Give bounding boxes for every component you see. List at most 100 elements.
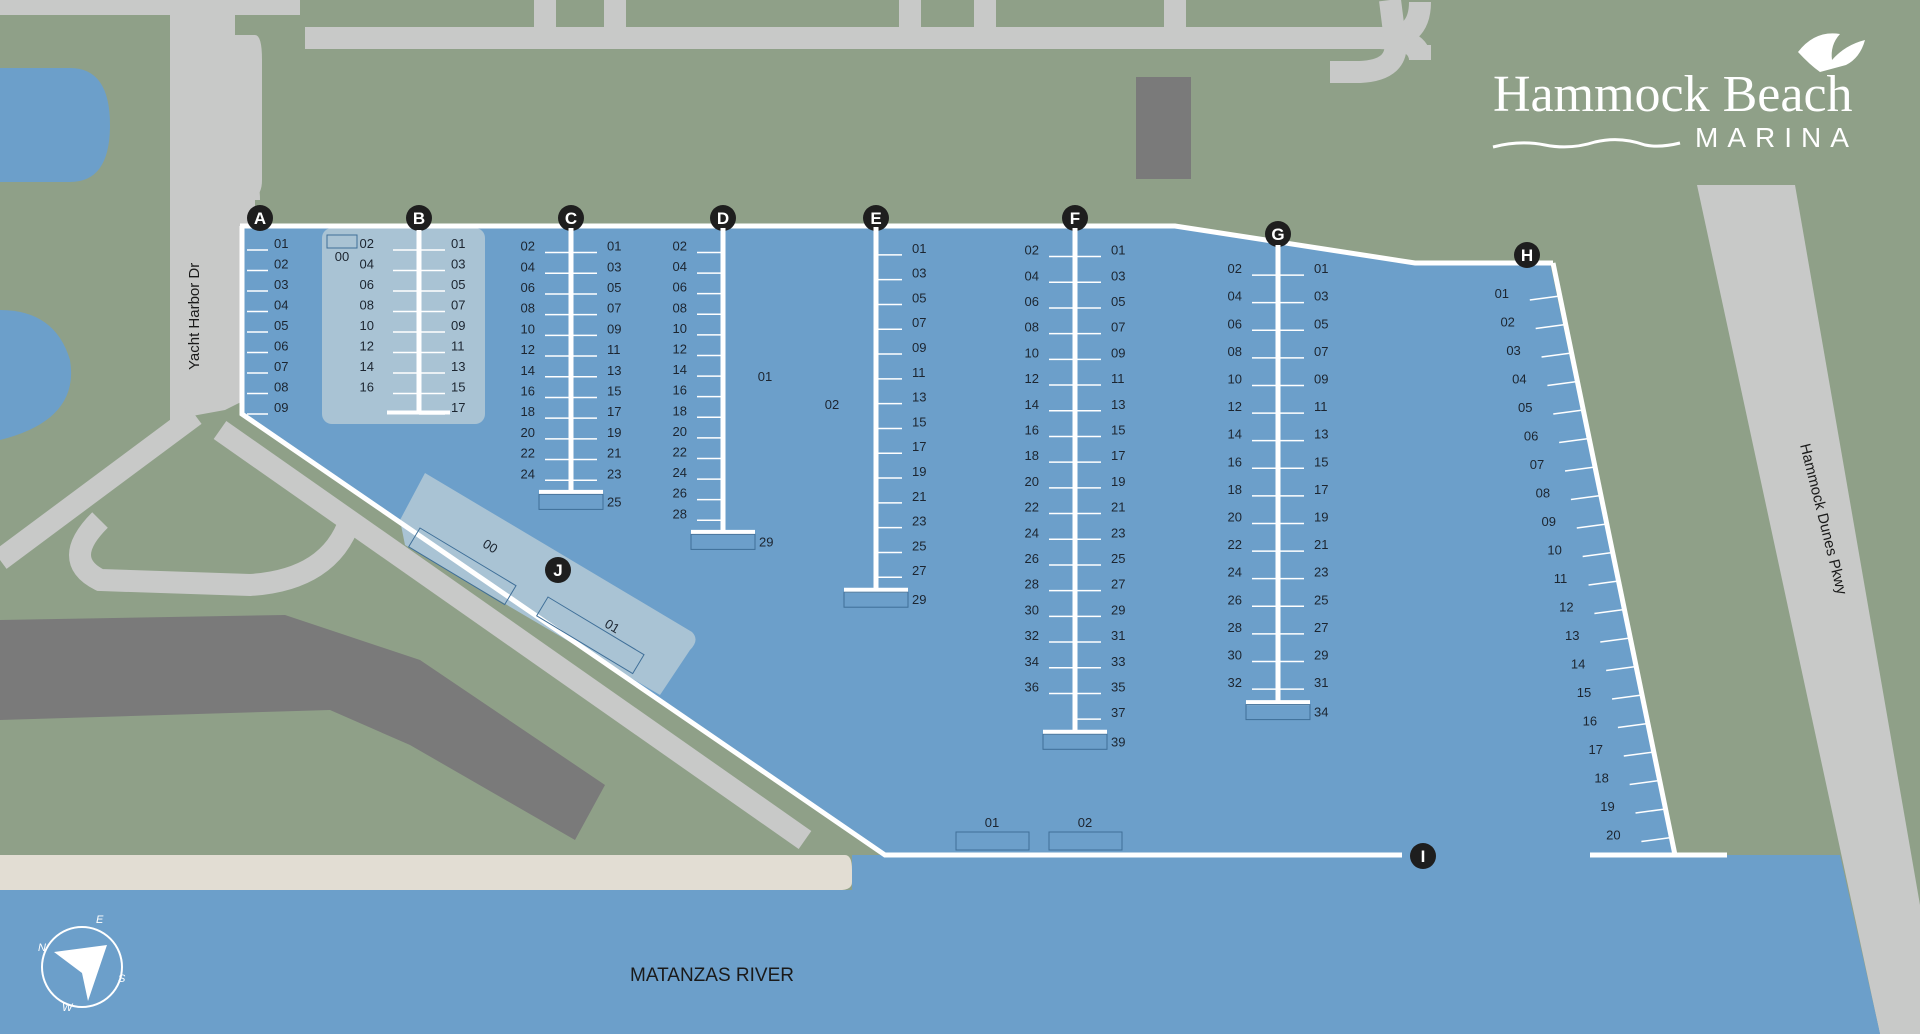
slip-label: 32 [1228,675,1242,690]
slip-label: 08 [673,300,687,315]
slip-label: 25 [912,538,926,553]
slip-label: 10 [673,321,687,336]
slip-label: 28 [1025,577,1039,592]
slip-label: 15 [912,414,926,429]
slip-label: 01 [985,815,999,830]
slip-label: 13 [1565,628,1579,643]
slip-label: 05 [451,277,465,292]
slip-label: 04 [1025,268,1039,283]
slip-label: 19 [1314,509,1328,524]
slip-label: 29 [1111,602,1125,617]
slip-label: 23 [607,466,621,481]
road-label-yacht-harbor: Yacht Harbor Dr [186,263,203,370]
slip-label: 28 [1228,620,1242,635]
slip-label: 10 [1547,543,1561,558]
slip-label: 21 [912,489,926,504]
slip-label: 10 [360,318,374,333]
slip-label: 11 [912,365,926,380]
slip-label: 25 [607,494,621,509]
slip-label: 17 [607,404,621,419]
compass-s: S [118,973,126,985]
slip-label: 16 [1583,714,1597,729]
compass-circle [41,926,123,1008]
slip-label: 07 [274,359,288,374]
slip-label: 03 [451,257,465,272]
slip-label: 13 [1314,427,1328,442]
slip-label: 29 [759,534,773,549]
building [1136,77,1191,179]
slip-label: 06 [1025,294,1039,309]
slip-label: 21 [1111,500,1125,515]
slip-label: 17 [1314,482,1328,497]
slip-label: 04 [1512,372,1526,387]
slip-label: 09 [451,318,465,333]
slip-label: 32 [1025,628,1039,643]
slip-label: 34 [1314,705,1328,720]
slip-label: 06 [360,277,374,292]
slip-label: 12 [1559,600,1573,615]
slip-label: 12 [1228,399,1242,414]
slip-H-09 [1576,523,1607,529]
slip-label: 11 [451,339,465,354]
slip-label: 24 [521,466,535,481]
slip-label: 03 [274,277,288,292]
slip-label: 09 [1542,514,1556,529]
slip-label: 01 [602,616,622,636]
compass-e: E [96,914,104,926]
slip-label: 30 [1025,602,1039,617]
slip-label: 34 [1025,654,1039,669]
slip-label: 21 [1314,537,1328,552]
dock-marker-D [710,205,736,231]
slip-label: 12 [673,341,687,356]
slip-label: 01 [451,236,465,251]
pier-E-end-slip [843,591,909,608]
slip-label: 14 [1025,397,1039,412]
yacht-harbor-road-rounded [212,35,262,200]
slip-label: 08 [274,380,288,395]
slip-label: 02 [1500,315,1514,330]
slip-label: 37 [1111,705,1125,720]
dock-marker-C [558,205,584,231]
slip-label: 01 [1495,286,1509,301]
slip-label: 01 [758,369,772,384]
pier-D-end-slip [690,533,756,550]
slip-label: 09 [912,340,926,355]
slip-label: 04 [673,259,687,274]
slip-label: 11 [607,342,621,357]
slip-label: 13 [912,390,926,405]
slip-label: 30 [1228,647,1242,662]
slip-label: 03 [607,259,621,274]
slip-H-17 [1623,751,1654,757]
slip-label: 00 [480,536,500,556]
slip-label: 12 [1025,371,1039,386]
slip-label: 04 [360,257,374,272]
dock-marker-E [863,205,889,231]
slip-label: 08 [1025,320,1039,335]
slip-label: 22 [1025,500,1039,515]
slip-H-03 [1541,352,1572,358]
slip-label: 02 [1078,815,1092,830]
river-label: MATANZAS RIVER [630,965,794,986]
slip-label: 25 [1111,551,1125,566]
slip-label: 23 [1111,525,1125,540]
river [0,855,1880,1034]
slip-label: 33 [1111,654,1125,669]
slip-label: 23 [1314,565,1328,580]
pond-bottom [0,310,72,440]
slip-label: 16 [360,380,374,395]
docks-layer: A010203040506070809B02040608101214160103… [247,205,1672,869]
slip-label: 06 [673,280,687,295]
sand-strip [0,855,852,890]
slip-H-04 [1547,380,1578,387]
slip-label: 19 [607,425,621,440]
slip-label: 25 [1314,592,1328,607]
slip-label: 07 [451,298,465,313]
slip-label: 20 [1228,509,1242,524]
slip-I-01-box [955,831,1030,851]
slip-label: 29 [1314,647,1328,662]
lower-left-roads [0,406,812,850]
marina-basin [0,226,1880,1034]
pier-b-pad [322,228,485,424]
yacht-harbor-road [170,0,260,420]
